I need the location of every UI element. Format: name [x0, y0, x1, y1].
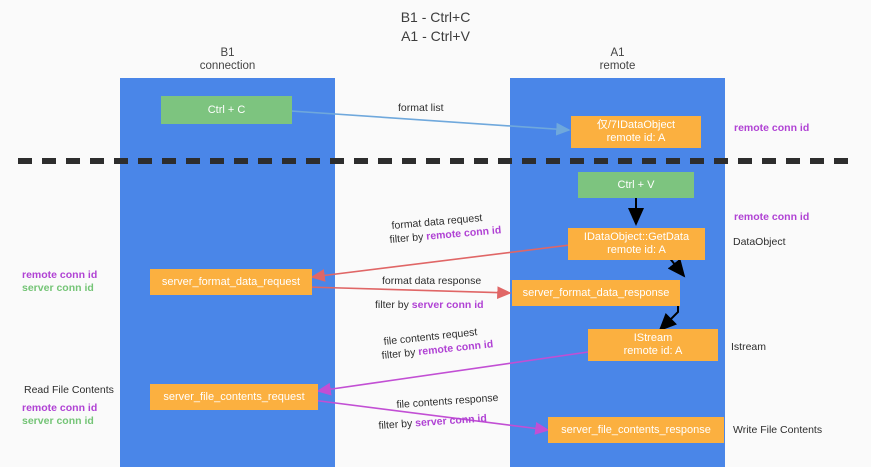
filter-prefix: filter by: [389, 230, 427, 246]
side-label-left-remote-conn-id-2: remote conn id: [22, 402, 98, 414]
side-label-istream: Istream: [731, 341, 767, 353]
filter-prefix: filter by: [375, 299, 412, 311]
side-label-left-server-conn-id: server conn id: [22, 282, 94, 294]
side-label-left-server-conn-id-2: server conn id: [22, 415, 94, 427]
column-header-a1: A1 remote: [599, 47, 636, 72]
edge-label-file-contents-response-filter: filter by server conn id: [378, 411, 487, 433]
node-ctrl-c[interactable]: Ctrl + C: [161, 96, 292, 124]
filter-prefix: filter by: [381, 346, 419, 362]
filter-value: server conn id: [411, 299, 484, 311]
side-label-write-file-contents: Write File Contents: [733, 424, 823, 436]
side-label-remote-conn-id-mid: remote conn id: [734, 211, 810, 223]
side-label-read-file-contents: Read File Contents: [24, 384, 114, 396]
filter-prefix: filter by: [378, 417, 416, 432]
node-server-format-data-request[interactable]: server_format_data_request: [150, 269, 312, 295]
side-label-left-remote-conn-id: remote conn id: [22, 269, 98, 281]
edge-label-file-contents-response: file contents response: [396, 391, 499, 411]
edge-label-format-list: format list: [398, 102, 444, 114]
phase-divider: [18, 158, 853, 164]
node-server-format-data-response[interactable]: server_format_data_response: [512, 280, 680, 306]
node-ctrl-v[interactable]: Ctrl + V: [578, 172, 694, 198]
column-header-b1: B1 connection: [199, 47, 256, 72]
edge-label-format-data-response: format data response: [382, 275, 482, 287]
edge-label-format-data-response-filter: filter by server conn id: [375, 298, 484, 312]
node-idataobject-remote[interactable]: 仅/7IDataObject remote id: A: [571, 116, 701, 148]
side-label-remote-conn-id-top: remote conn id: [734, 122, 810, 134]
side-label-dataobject: DataObject: [733, 236, 786, 248]
diagram-title: B1 - Ctrl+C A1 - Ctrl+V: [400, 9, 471, 44]
node-server-file-contents-response[interactable]: server_file_contents_response: [548, 417, 724, 443]
node-server-file-contents-request[interactable]: server_file_contents_request: [150, 384, 318, 410]
node-idataobject-getdata[interactable]: IDataObject::GetData remote id: A: [568, 228, 705, 260]
node-istream[interactable]: IStream remote id: A: [588, 329, 718, 361]
filter-value: server conn id: [414, 412, 488, 430]
